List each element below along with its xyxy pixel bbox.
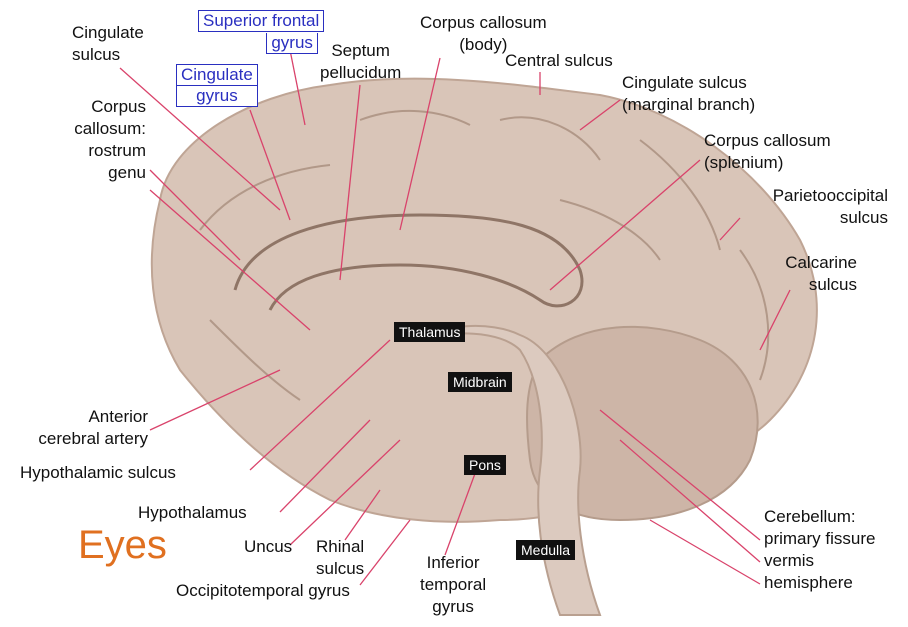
label-uncus: Uncus [244,536,292,558]
label-thalamus: Thalamus [394,322,465,342]
label-superior-frontal-gyrus: Superior frontal gyrus [198,10,324,54]
label-central-sulcus: Central sulcus [505,50,613,72]
label-corpus-callosum-splenium: Corpus callosum(splenium) [704,130,831,174]
eyes-label: Eyes [78,523,167,567]
label-medulla: Medulla [516,540,575,560]
label-occipitotemporal-gyrus: Occipitotemporal gyrus [176,580,350,602]
label-hypothalamus: Hypothalamus [138,502,247,524]
label-hypothalamic-sulcus: Hypothalamic sulcus [20,462,176,484]
leader-hemisphere [650,520,760,584]
label-cingulate-sulcus-marginal: Cingulate sulcus(marginal branch) [622,72,755,116]
leader-occipitotemporal-gyrus [360,520,410,585]
label-midbrain: Midbrain [448,372,512,392]
label-pons: Pons [464,455,506,475]
label-cingulate-gyrus: Cingulate gyrus [176,64,258,107]
